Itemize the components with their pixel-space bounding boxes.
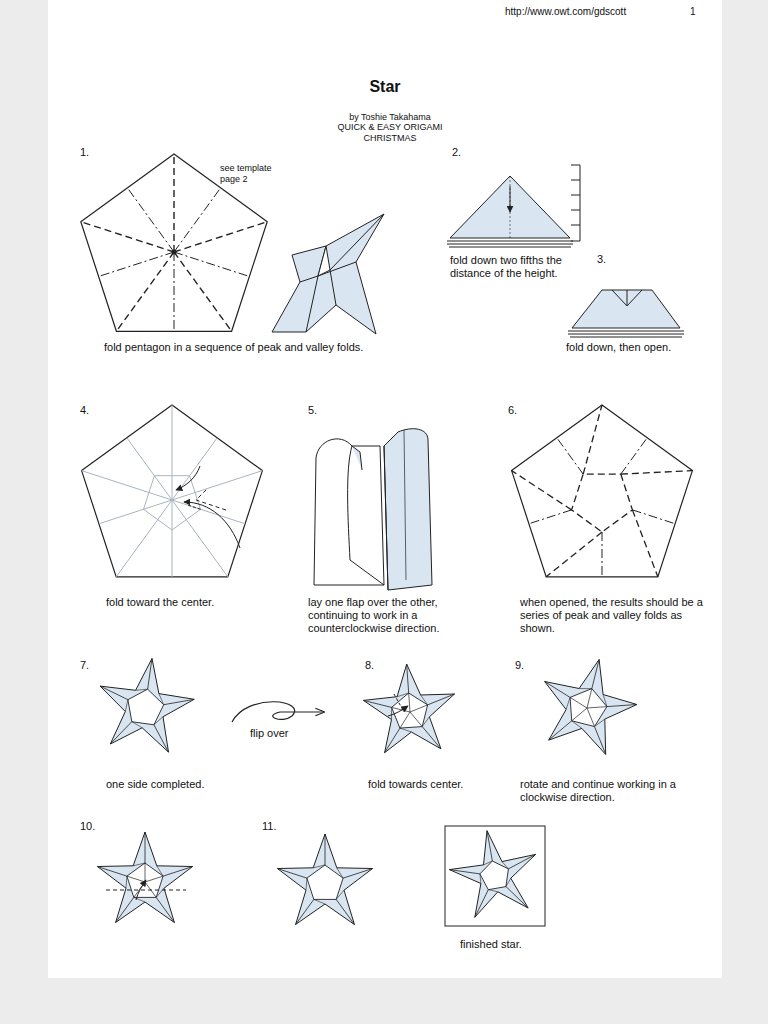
step-caption: rotate and continue working in a clockwi…	[520, 778, 695, 804]
step-number: 4.	[80, 404, 110, 417]
step-caption: one side completed.	[106, 778, 266, 791]
source-book: QUICK & EASY ORIGAMI CHRISTMAS	[330, 122, 450, 144]
page-number: 1	[690, 6, 710, 18]
star-step-7	[100, 658, 194, 752]
author-line: by Toshie Takahama	[325, 112, 455, 123]
step-caption: fold pentagon in a sequence of peak and …	[104, 341, 424, 354]
step-number: 10.	[80, 820, 110, 833]
step-number: 8.	[365, 659, 395, 672]
finished-star	[449, 831, 535, 918]
step-number: 11.	[262, 820, 292, 833]
finished-star-frame	[445, 826, 545, 926]
step-number: 1.	[80, 146, 110, 159]
step-number: 5.	[308, 404, 338, 417]
title-text: Star	[335, 77, 435, 96]
step-caption: when opened, the results should be a ser…	[520, 596, 710, 636]
step-number: 2.	[452, 146, 482, 159]
folded-pentagon-figure	[272, 214, 384, 334]
step-number: 6.	[508, 404, 538, 417]
folded-trapezoid	[568, 290, 684, 337]
flip-over-arrow	[232, 702, 324, 722]
step-caption: fold down two fifths the distance of the…	[450, 254, 600, 280]
collapsing-pentagon	[314, 429, 432, 590]
action-label: flip over	[250, 727, 330, 740]
step-caption: fold toward the center.	[106, 596, 306, 609]
step-caption: finished star.	[460, 938, 570, 951]
step-caption: lay one flap over the other, continuing …	[308, 596, 488, 636]
step-number: 7.	[80, 659, 110, 672]
step-number: 3.	[597, 253, 627, 266]
url-text: http://www.owt.com/gdscott	[505, 6, 705, 18]
note-text: see template page 2	[220, 163, 290, 185]
fold-to-center-pentagon	[82, 405, 263, 577]
folded-triangle	[447, 176, 573, 247]
step-number: 9.	[515, 659, 545, 672]
star-step-8	[363, 664, 454, 753]
opened-crease-pentagon	[512, 405, 693, 577]
star-step-11	[277, 834, 372, 925]
star-step-10	[97, 832, 192, 923]
step-caption: fold towards center.	[368, 778, 528, 791]
height-ruler	[571, 165, 580, 241]
star-step-9	[545, 659, 637, 754]
step-caption: fold down, then open.	[566, 341, 716, 354]
